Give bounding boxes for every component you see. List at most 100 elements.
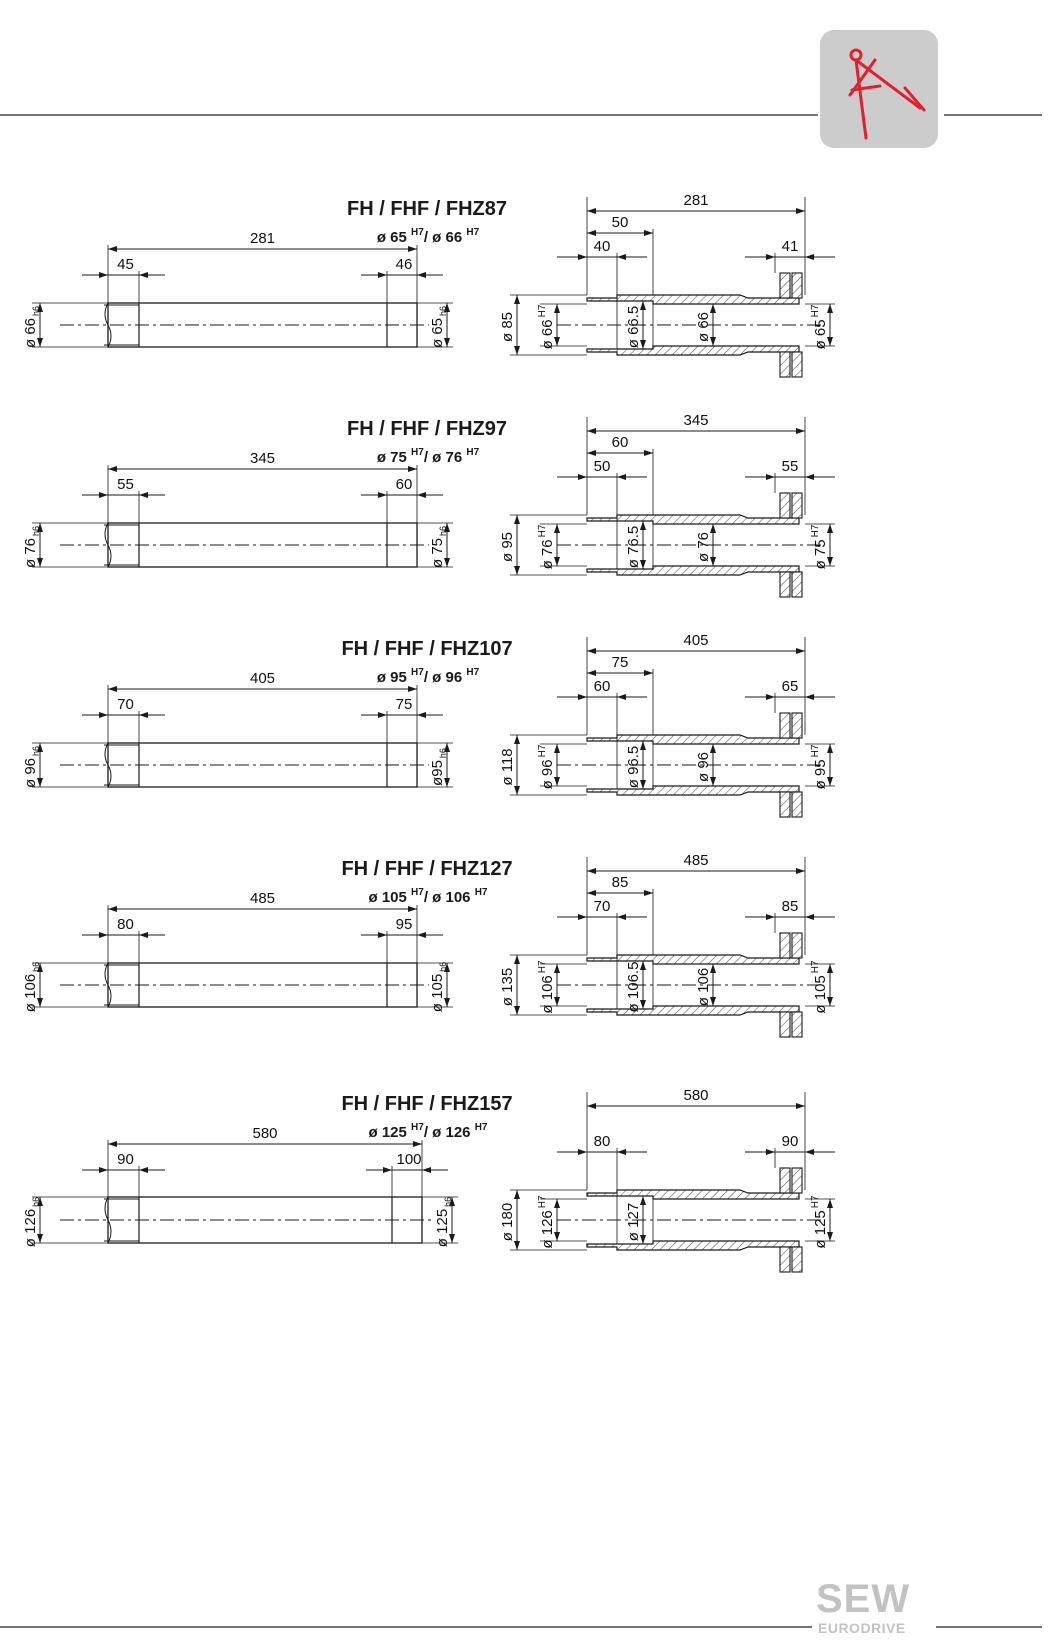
retaining-ring — [791, 492, 803, 519]
bushing-wall-top — [586, 734, 800, 745]
dimension-label: 345 — [683, 412, 708, 429]
arrowhead — [37, 1197, 43, 1206]
retaining-ring — [779, 492, 791, 519]
arrowhead — [644, 450, 653, 456]
arrowhead — [139, 1167, 148, 1173]
diameter-label: ø 76 — [432, 449, 466, 466]
arrowhead — [766, 1149, 775, 1155]
arrowhead — [644, 230, 653, 236]
arrowhead — [640, 1196, 646, 1205]
retaining-ring — [779, 1246, 791, 1273]
arrowhead — [640, 1000, 646, 1009]
retaining-ring — [779, 791, 791, 818]
arrowhead — [99, 1167, 108, 1173]
retaining-ring — [779, 1167, 791, 1194]
dimension-label: 90 — [782, 1133, 799, 1150]
dimension-label: 580 — [252, 1125, 277, 1142]
retaining-ring — [791, 272, 803, 299]
bushing-wall-top — [586, 294, 800, 305]
arrowhead — [617, 474, 626, 480]
retaining-ring — [791, 1011, 803, 1038]
section-title: FH / FHF / FHZ97 — [347, 418, 507, 440]
diameter-label: ø 127 — [625, 1203, 642, 1241]
retaining-ring — [779, 351, 791, 378]
diameter-label: ø 106h6 — [22, 962, 41, 1012]
dimension-label: 40 — [594, 238, 611, 255]
arrowhead — [37, 1234, 43, 1243]
arrowhead — [378, 492, 387, 498]
dimension-label: 90 — [117, 1151, 134, 1168]
separator: / — [424, 449, 432, 466]
bushing-wall-top — [586, 1189, 800, 1200]
arrowhead — [554, 1199, 560, 1208]
arrowhead — [378, 712, 387, 718]
tolerance-label: H7 — [537, 1195, 548, 1208]
arrowhead — [578, 254, 587, 260]
tolerance-label: h6 — [31, 526, 41, 536]
arrowhead — [444, 558, 450, 567]
tolerance-label: H7 — [537, 744, 548, 757]
arrowhead — [827, 337, 833, 346]
tolerance-label: H7 — [810, 744, 821, 757]
arrowhead — [108, 1141, 117, 1147]
brand-logo-text: SEW — [816, 1577, 910, 1621]
tolerance-label: H7 — [411, 1122, 424, 1133]
arrowhead — [796, 1103, 805, 1109]
arrowhead — [796, 208, 805, 214]
diameter-label: ø 75h6 — [429, 526, 448, 568]
arrowhead — [710, 777, 716, 786]
dimension-label: 281 — [250, 230, 275, 247]
arrowhead — [710, 744, 716, 753]
arrowhead — [139, 932, 148, 938]
arrowhead — [37, 523, 43, 532]
tolerance-label: H7 — [411, 227, 424, 238]
dimension-label: 580 — [683, 1087, 708, 1104]
diameter-label: ø 66 — [695, 312, 712, 342]
arrowhead — [514, 515, 520, 524]
diameter-label: ø 96.5 — [625, 746, 642, 789]
arrowhead — [417, 272, 426, 278]
arrowhead — [587, 208, 596, 214]
arrowhead — [710, 557, 716, 566]
diameter-label: ø 76h6 — [22, 526, 41, 568]
dimension-label: 75 — [612, 654, 629, 671]
diameter-label: ø 95 — [377, 669, 411, 686]
arrowhead — [37, 963, 43, 972]
break-line — [104, 302, 112, 348]
tolerance-label: H7 — [466, 667, 479, 678]
dimension-label: 60 — [594, 678, 611, 695]
arrowhead — [514, 1190, 520, 1199]
dimension-label: 75 — [396, 696, 413, 713]
arrowhead — [805, 254, 814, 260]
arrowhead — [37, 743, 43, 752]
arrowhead — [766, 914, 775, 920]
retaining-ring — [791, 1246, 803, 1273]
arrowhead — [408, 906, 417, 912]
arrowhead — [444, 963, 450, 972]
diameter-label: ø 75 — [377, 449, 411, 466]
arrowhead — [408, 246, 417, 252]
arrowhead — [805, 474, 814, 480]
arrowhead — [766, 474, 775, 480]
tolerance-label: H7 — [810, 524, 821, 537]
diameter-label: ø 85 — [499, 312, 516, 342]
arrowhead — [578, 474, 587, 480]
separator: / — [424, 669, 432, 686]
arrowhead — [514, 1241, 520, 1250]
dimension-label: 405 — [250, 670, 275, 687]
bushing-wall-top — [586, 514, 800, 525]
arrowhead — [554, 1232, 560, 1241]
diameter-label: ø 76.5 — [625, 526, 642, 569]
retaining-ring — [791, 791, 803, 818]
diameter-label: ø 105 — [369, 889, 412, 906]
arrowhead — [578, 694, 587, 700]
tolerance-label: h6 — [31, 306, 41, 316]
